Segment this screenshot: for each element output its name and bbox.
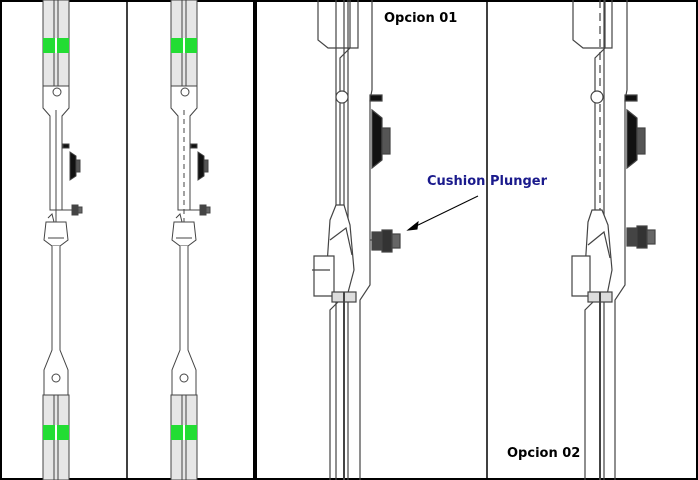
cushion-plunger-2 [626,227,638,247]
option-2-label: Opcion 02 [507,446,581,461]
small-rest-assembly-1 [42,0,83,480]
plunger-1 [71,204,79,216]
zoom-assembly-option-1 [312,0,401,480]
small-rest-assembly-2 [170,0,211,480]
zoom-assembly-option-2 [571,0,656,480]
callout-arrow [406,195,479,231]
plunger-2 [199,204,207,216]
cushion-plunger [371,231,383,251]
option-1-label: Opcion 01 [384,11,458,26]
cushion-plunger-label: Cushion Plunger [427,174,547,189]
